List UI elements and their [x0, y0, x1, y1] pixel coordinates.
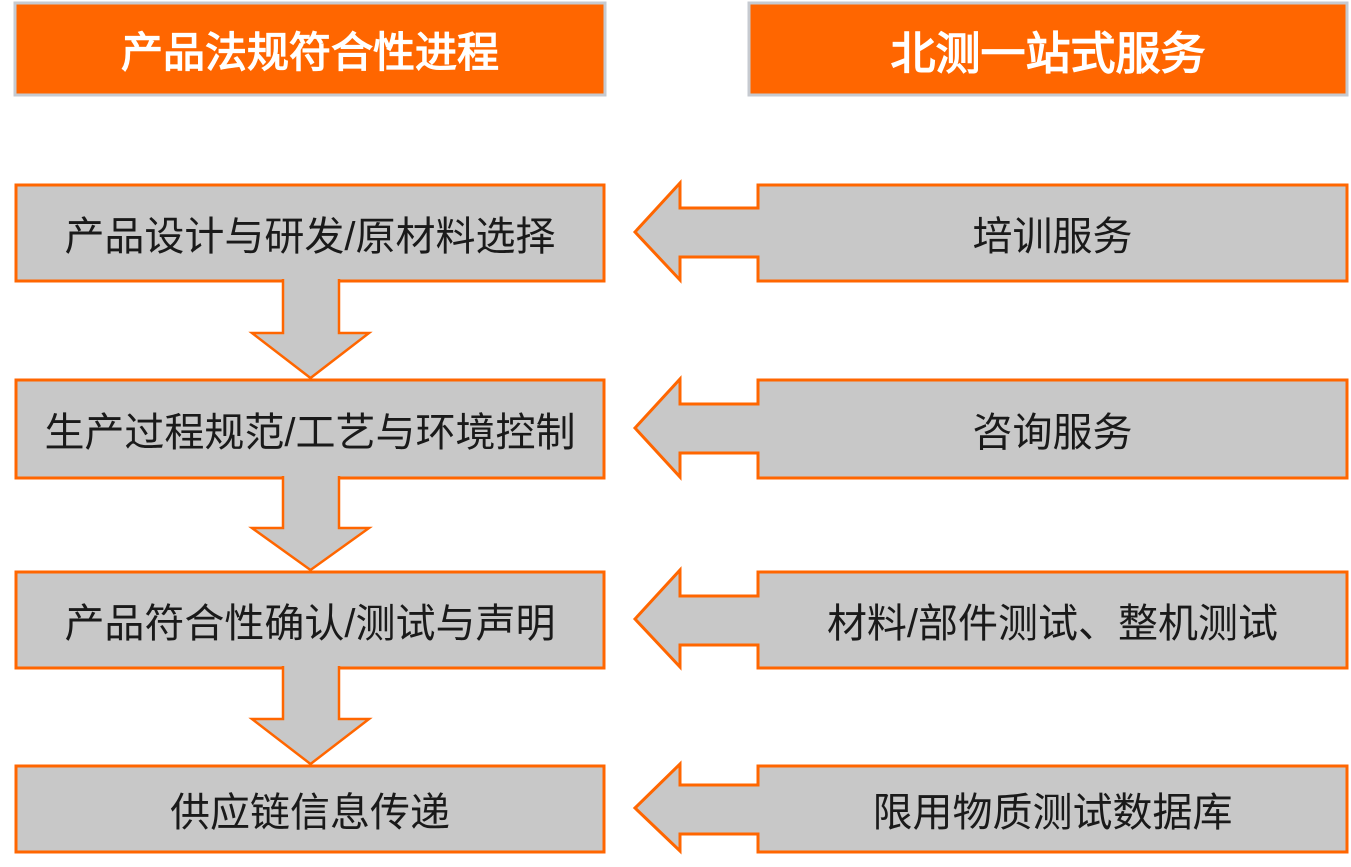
left-header-shape — [13, 1, 607, 97]
left-column-header: 产品法规符合性进程 — [120, 28, 499, 76]
service-4-label: 限用物质测试数据库 — [872, 791, 1233, 835]
process-step-4-label: 供应链信息传递 — [170, 791, 450, 835]
process-step-3-label: 产品符合性确认/测试与声明 — [64, 602, 556, 646]
process-box-4 — [14, 764, 606, 854]
process-step-1-label: 产品设计与研发/原材料选择 — [64, 215, 556, 259]
service-shape-4 left-arrow-icon — [632, 760, 1349, 855]
service-2-label: 咨询服务 — [972, 411, 1133, 455]
process-step-2-label: 生产过程规范/工艺与环境控制 — [44, 411, 576, 455]
down-arrow-icon — [248, 476, 373, 572]
service-shape-2 left-arrow-icon — [632, 375, 1349, 481]
process-box-2 — [14, 378, 606, 480]
right-header-shape — [747, 1, 1349, 97]
down-arrow-icon — [248, 666, 373, 766]
right-column-header: 北测一站式服务 — [890, 28, 1206, 79]
service-shape-3 left-arrow-icon — [632, 566, 1349, 671]
service-shape-1 left-arrow-icon — [632, 179, 1349, 284]
down-arrow-icon — [248, 279, 373, 380]
service-1-label: 培训服务 — [972, 215, 1133, 259]
service-3-label: 材料/部件测试、整机测试 — [826, 602, 1279, 646]
process-box-1 — [14, 183, 606, 283]
